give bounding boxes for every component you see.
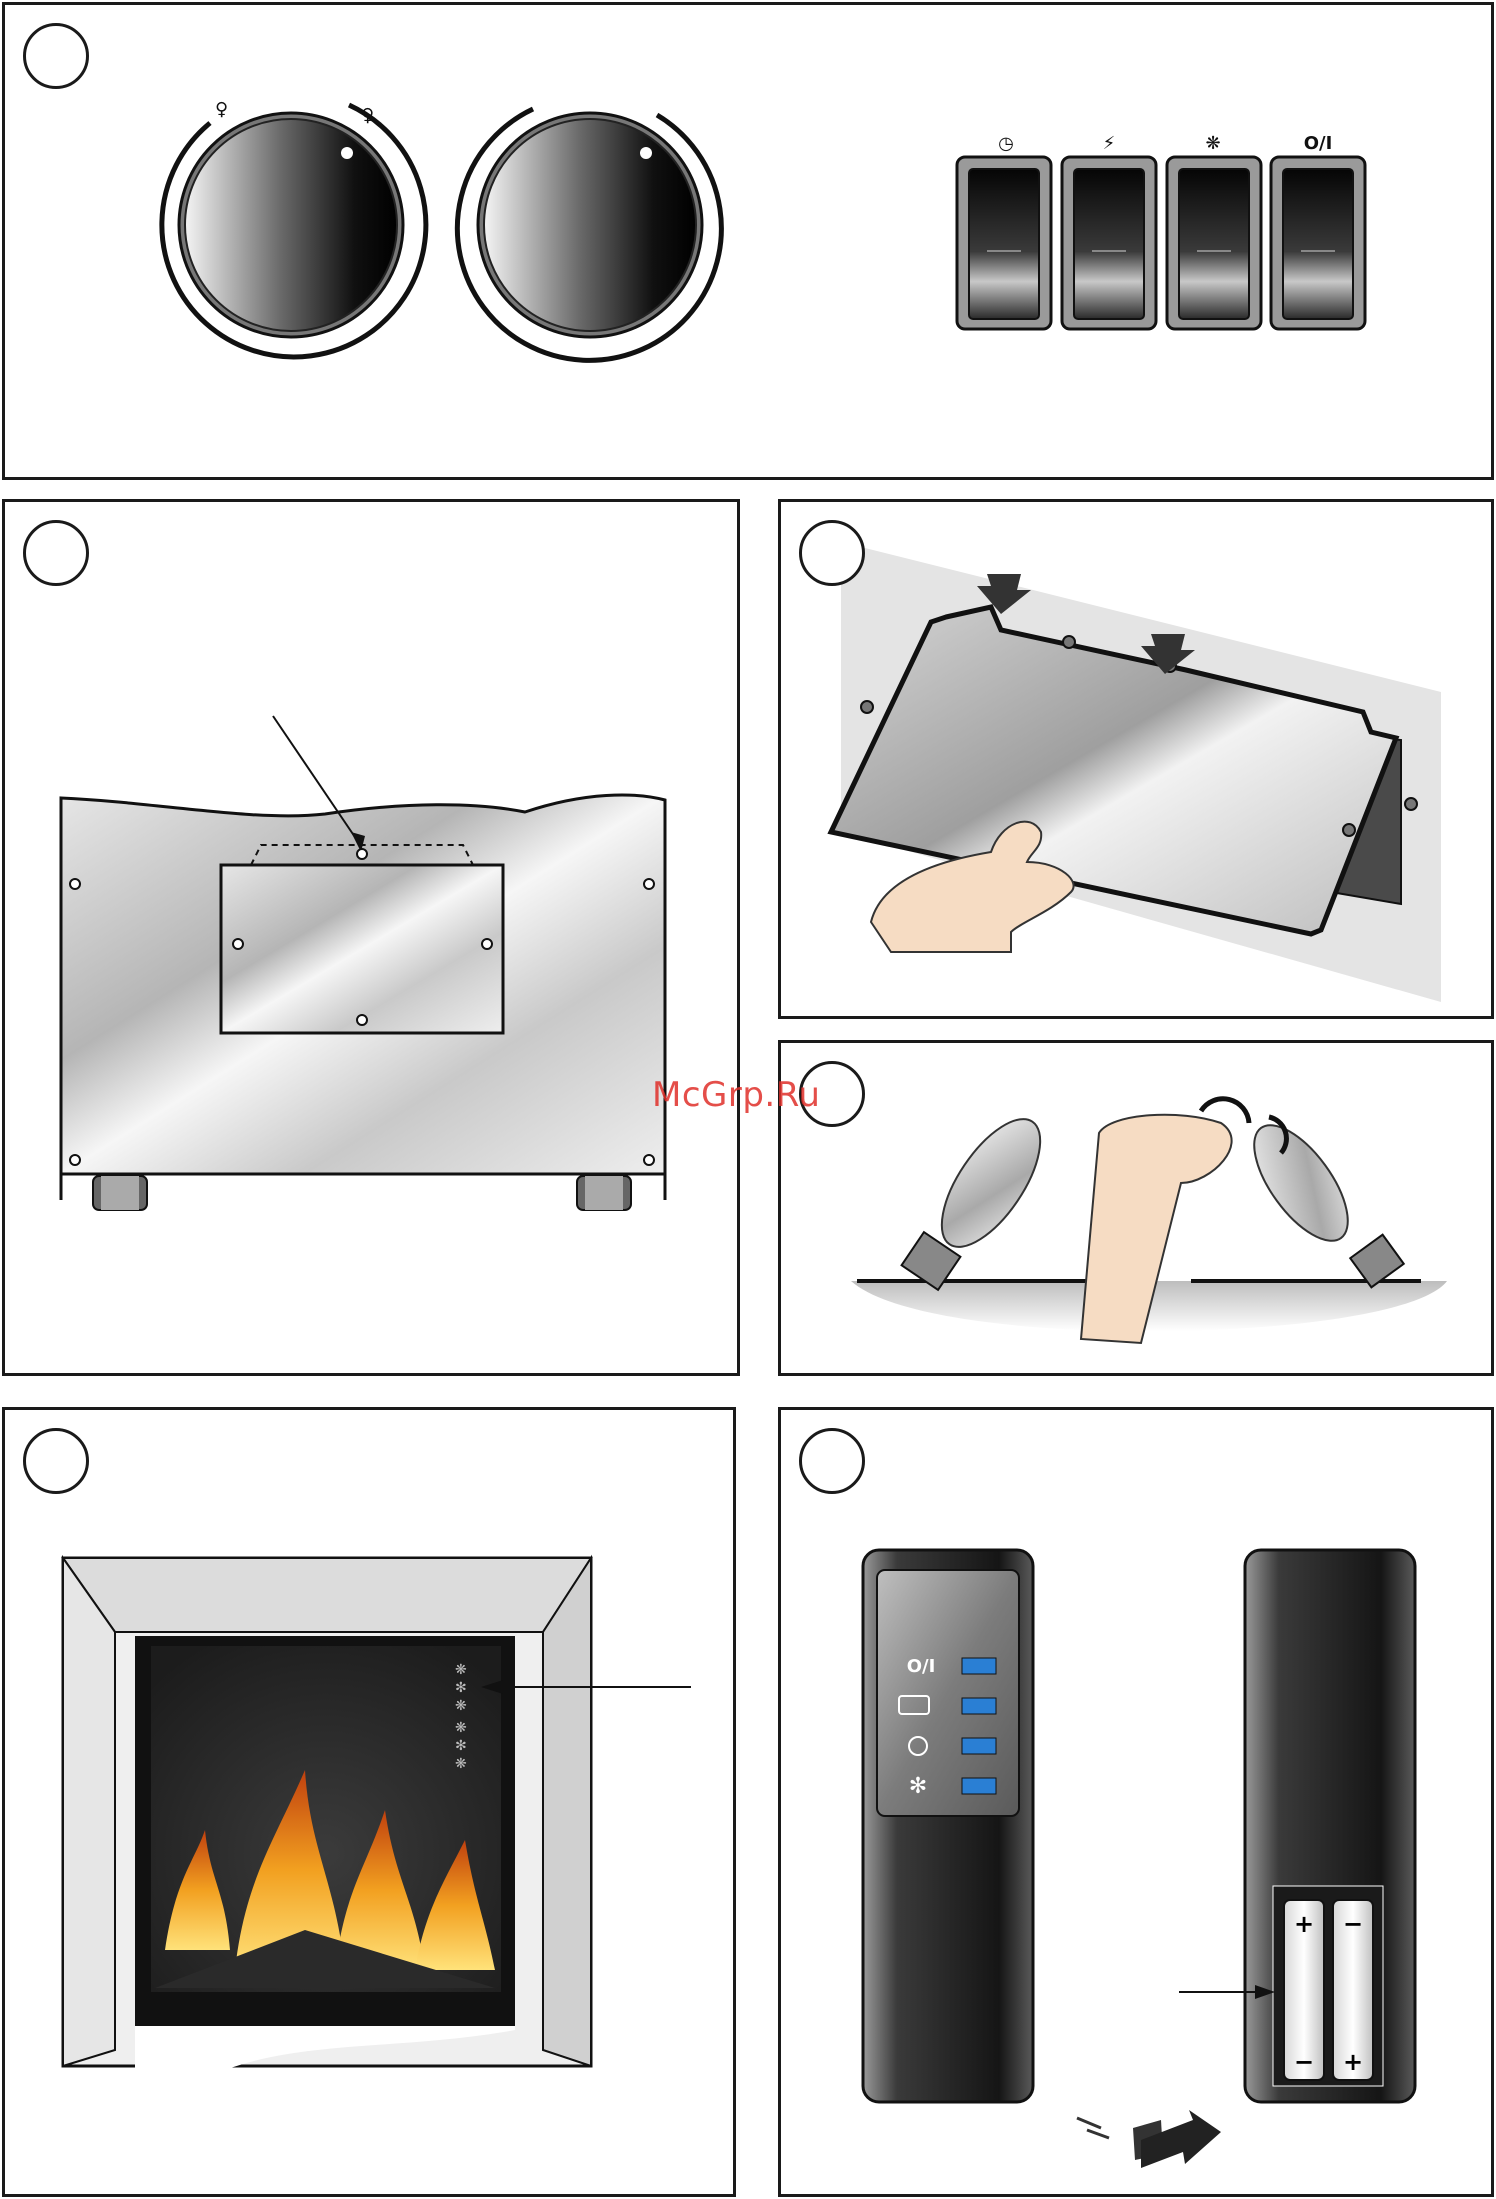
svg-text:❋: ❋ — [455, 1720, 467, 1736]
power-icon: O/I — [1304, 133, 1333, 154]
bulb-small-icon: ♀ — [361, 105, 374, 126]
switch-timer[interactable] — [957, 157, 1051, 329]
fan-icon: ✻ — [909, 1774, 927, 1799]
fan-icon: ❋ — [1205, 133, 1220, 154]
remote-illustration: O/I ✻ + − − + — [781, 1410, 1494, 2197]
svg-text:❋: ❋ — [455, 1698, 467, 1714]
bulb-replacement-illustration — [781, 1043, 1494, 1376]
timer-icon: ◷ — [998, 133, 1014, 154]
watermark-text: McGrp.Ru — [652, 1075, 820, 1115]
rocker-switches: ◷ ⚡ ❋ O/I — [957, 133, 1365, 329]
panel-cover-removal — [778, 499, 1494, 1019]
cover-removal-illustration — [781, 502, 1494, 1019]
controls-illustration: ♀ ♀ — [5, 5, 1494, 480]
remote-button-power[interactable] — [962, 1658, 996, 1674]
panel-bulb-replacement — [778, 1040, 1494, 1376]
svg-text:+: + — [1294, 1910, 1314, 1938]
step-number-circle — [23, 520, 89, 586]
remote-front: O/I ✻ — [863, 1550, 1033, 2102]
bulb-right-icon — [1237, 1110, 1404, 1287]
remote-button-fan[interactable] — [962, 1778, 996, 1794]
remote-back: + − − + — [1179, 1550, 1415, 2102]
svg-text:−: − — [1294, 2048, 1314, 2076]
switch-fan[interactable] — [1167, 157, 1261, 329]
svg-text:✻: ✻ — [455, 1738, 467, 1754]
knob-right[interactable] — [457, 109, 721, 360]
heater-back-illustration — [5, 502, 740, 1376]
remote-button-timer[interactable] — [962, 1738, 996, 1754]
arrow-right-icon — [1077, 2110, 1221, 2168]
switch-heater[interactable] — [1062, 157, 1156, 329]
step-number-circle — [799, 520, 865, 586]
heater-foot-left — [93, 1176, 147, 1210]
step-number-circle — [799, 1428, 865, 1494]
step-number-circle — [23, 1428, 89, 1494]
access-cover — [221, 865, 503, 1033]
knob-left[interactable]: ♀ ♀ — [162, 99, 426, 357]
bulb-icon: ♀ — [215, 99, 228, 120]
svg-text:❋: ❋ — [455, 1662, 467, 1678]
switch-power[interactable] — [1271, 157, 1365, 329]
heater-foot-right — [577, 1176, 631, 1210]
svg-text:+: + — [1343, 2048, 1363, 2076]
fireplace-illustration: ❋ ✻ ❋ ❋ ✻ ❋ — [5, 1410, 736, 2197]
svg-text:✻: ✻ — [455, 1680, 467, 1696]
panel-heater-back — [2, 499, 740, 1376]
step-number-circle — [23, 23, 89, 89]
power-icon: O/I — [907, 1656, 936, 1677]
panel-remote-control: O/I ✻ + − − + — [778, 1407, 1494, 2197]
bulb-left-icon — [902, 1104, 1059, 1290]
heater-icon: ⚡ — [1103, 133, 1116, 154]
svg-text:❋: ❋ — [455, 1756, 467, 1772]
panel-fireplace-front: ❋ ✻ ❋ ❋ ✻ ❋ — [2, 1407, 736, 2197]
remote-button-heater[interactable] — [962, 1698, 996, 1714]
panel-controls: ♀ ♀ — [2, 2, 1494, 480]
svg-text:−: − — [1343, 1910, 1363, 1938]
